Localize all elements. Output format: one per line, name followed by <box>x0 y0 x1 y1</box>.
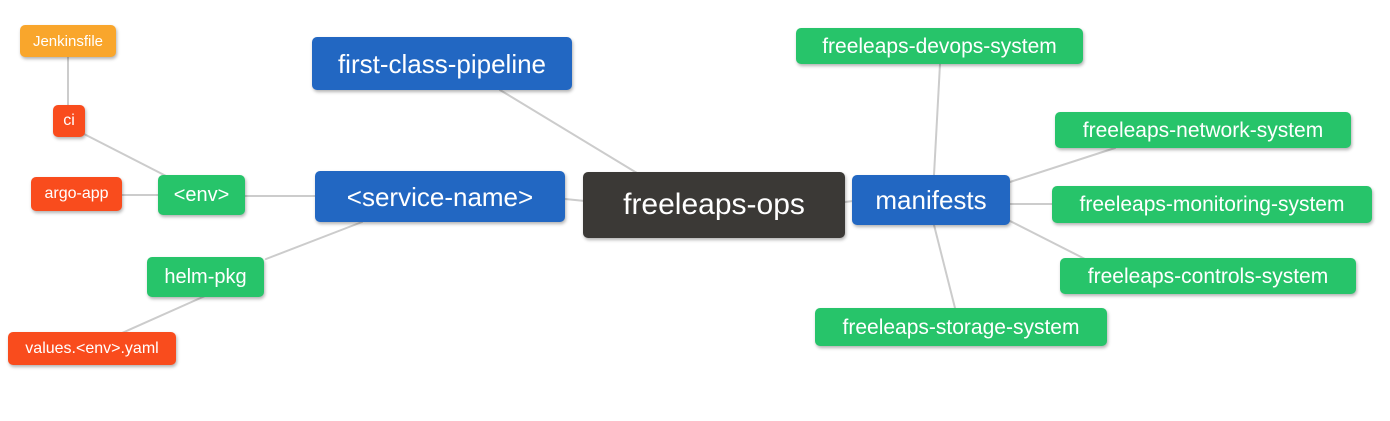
edge-manifests-to-freeleaps-storage-system <box>933 224 956 309</box>
node-label-service-name: <service-name> <box>346 181 534 212</box>
node-label-freeleaps-monitoring-system: freeleaps-monitoring-system <box>1079 193 1345 216</box>
node-label-freeleaps-devops-system: freeleaps-devops-system <box>822 34 1057 58</box>
node-label-ci: ci <box>63 112 75 129</box>
node-label-first-class-pipeline: first-class-pipeline <box>337 48 547 79</box>
node-freeleaps-network-system[interactable]: freeleaps-network-system <box>1055 112 1351 148</box>
node-label-helm-pkg: helm-pkg <box>164 266 247 288</box>
node-label-values-env-yaml: values.<env>.yaml <box>25 339 159 357</box>
node-values-env-yaml[interactable]: values.<env>.yaml <box>8 332 176 365</box>
node-label-manifests: manifests <box>875 185 987 215</box>
node-label-jenkinsfile: Jenkinsfile <box>32 32 104 50</box>
edge-ci-to-env <box>83 133 171 179</box>
edge-manifests-to-freeleaps-controls-system <box>1009 220 1086 260</box>
node-label-freeleaps-storage-system: freeleaps-storage-system <box>842 315 1080 339</box>
node-jenkinsfile[interactable]: Jenkinsfile <box>20 25 116 57</box>
edge-first-class-pipeline-to-freeleaps-ops <box>499 89 638 174</box>
node-first-class-pipeline[interactable]: first-class-pipeline <box>312 37 572 90</box>
edge-manifests-to-freeleaps-devops-system <box>933 63 941 176</box>
edge-service-name-to-freeleaps-ops <box>564 198 586 202</box>
node-freeleaps-storage-system[interactable]: freeleaps-storage-system <box>815 308 1107 346</box>
node-service-name[interactable]: <service-name> <box>315 171 565 222</box>
node-freeleaps-ops[interactable]: freeleaps-ops <box>583 172 845 238</box>
node-manifests[interactable]: manifests <box>852 175 1010 225</box>
node-freeleaps-devops-system[interactable]: freeleaps-devops-system <box>796 28 1083 64</box>
node-freeleaps-monitoring-system[interactable]: freeleaps-monitoring-system <box>1052 186 1372 223</box>
node-label-env: <env> <box>173 184 230 206</box>
node-freeleaps-controls-system[interactable]: freeleaps-controls-system <box>1060 258 1356 294</box>
node-ci[interactable]: ci <box>53 105 85 137</box>
node-env[interactable]: <env> <box>158 175 245 215</box>
node-label-freeleaps-controls-system: freeleaps-controls-system <box>1087 264 1329 288</box>
node-label-argo-app: argo-app <box>44 185 109 202</box>
node-helm-pkg[interactable]: helm-pkg <box>147 257 264 297</box>
node-label-freeleaps-ops: freeleaps-ops <box>623 188 805 221</box>
node-argo-app[interactable]: argo-app <box>31 177 122 211</box>
edge-helm-pkg-to-values-env-yaml <box>121 295 206 334</box>
node-label-freeleaps-network-system: freeleaps-network-system <box>1082 118 1324 142</box>
edge-manifests-to-freeleaps-network-system <box>1009 147 1116 183</box>
edge-service-name-to-helm-pkg <box>265 221 363 260</box>
